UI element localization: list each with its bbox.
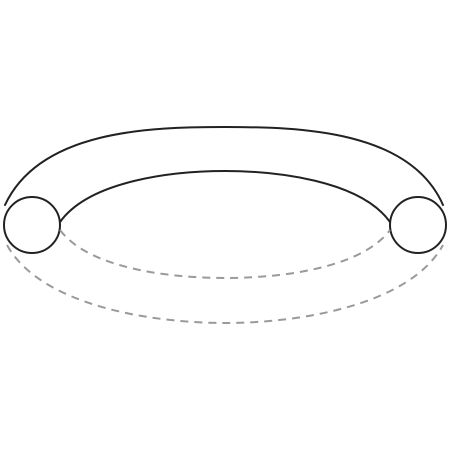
torus-inner-top-arc bbox=[59, 170, 391, 223]
torus-left-cross-section bbox=[3, 196, 61, 254]
torus-inner-bottom-hidden-arc bbox=[59, 229, 391, 280]
torus-outer-top-arc bbox=[4, 126, 444, 206]
torus-right-cross-section bbox=[389, 196, 447, 254]
torus-outer-bottom-hidden-arc bbox=[6, 244, 444, 325]
